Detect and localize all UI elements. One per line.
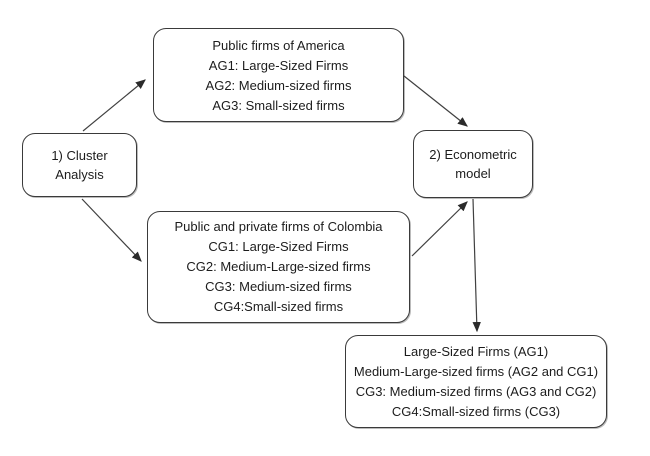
arrow-colombia-to-econometric bbox=[411, 201, 468, 257]
box-public-firms-america-line: AG1: Large-Sized Firms bbox=[208, 58, 349, 73]
box-firms-colombia-line: CG1: Large-Sized Firms bbox=[208, 239, 349, 254]
box-public-firms-america-title: Public firms of America bbox=[212, 38, 345, 53]
box-firms-colombia-line: CG3: Medium-sized firms bbox=[205, 279, 352, 294]
box-econometric-model-line: model bbox=[455, 166, 491, 181]
box-cluster-analysis-line: Analysis bbox=[55, 167, 104, 182]
box-merged-groups-line: CG4:Small-sized firms (CG3) bbox=[391, 404, 561, 419]
box-merged-groups-line: Medium-Large-sized firms (AG2 and CG1) bbox=[353, 364, 599, 379]
box-merged-groups-line: Large-Sized Firms (AG1) bbox=[403, 344, 549, 359]
arrow-econometric-to-results bbox=[472, 198, 481, 333]
box-firms-colombia: Public and private firms of Colombia CG1… bbox=[147, 211, 410, 323]
arrow-cluster-to-colombia bbox=[81, 198, 142, 262]
box-cluster-analysis-line: 1) Cluster bbox=[51, 148, 108, 163]
box-merged-groups-line: CG3: Medium-sized firms (AG3 and CG2) bbox=[355, 384, 597, 399]
box-econometric-model-line: 2) Econometric bbox=[429, 147, 517, 162]
box-public-firms-america-line: AG3: Small-sized firms bbox=[212, 98, 345, 113]
box-public-firms-america: Public firms of America AG1: Large-Sized… bbox=[153, 28, 404, 122]
box-econometric-model: 2) Econometric model bbox=[413, 130, 533, 198]
box-merged-groups: Large-Sized Firms (AG1) Medium-Large-siz… bbox=[345, 335, 607, 428]
box-cluster-analysis: 1) Cluster Analysis bbox=[22, 133, 137, 197]
arrow-america-to-econometric bbox=[403, 75, 468, 127]
arrow-cluster-to-america bbox=[82, 79, 146, 132]
box-firms-colombia-line: CG4:Small-sized firms bbox=[213, 299, 344, 314]
box-firms-colombia-title: Public and private firms of Colombia bbox=[174, 219, 383, 234]
box-firms-colombia-line: CG2: Medium-Large-sized firms bbox=[186, 259, 371, 274]
box-public-firms-america-line: AG2: Medium-sized firms bbox=[205, 78, 352, 93]
